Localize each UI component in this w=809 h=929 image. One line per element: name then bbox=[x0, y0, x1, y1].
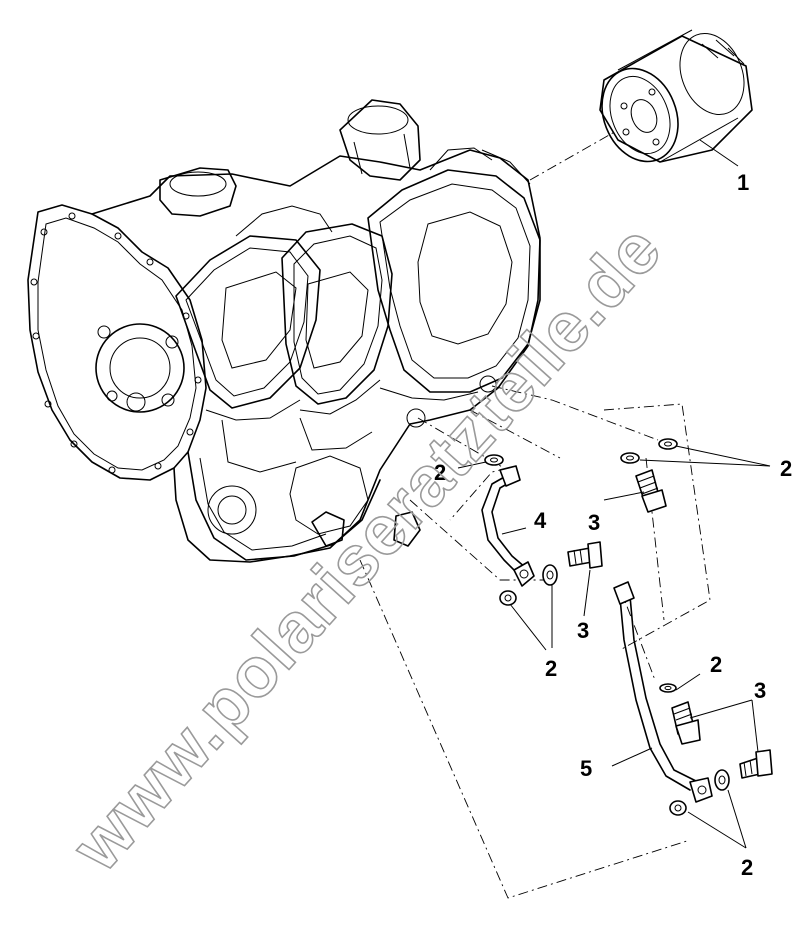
callout-5: 5 bbox=[580, 756, 592, 781]
washers bbox=[484, 438, 730, 816]
callout-4: 4 bbox=[534, 508, 547, 533]
banjo-bolt-d bbox=[739, 749, 773, 779]
callout-3-lower: 3 bbox=[754, 678, 766, 703]
washer-g bbox=[714, 769, 730, 791]
washer-d bbox=[542, 564, 558, 586]
banjo-bolts bbox=[567, 469, 773, 779]
washer-e bbox=[499, 590, 517, 606]
callout-2-bottom: 2 bbox=[741, 855, 753, 880]
callout-3-mid: 3 bbox=[577, 618, 589, 643]
banjo-bolt-a bbox=[635, 469, 667, 513]
oil-line-4 bbox=[481, 465, 535, 587]
washer-b bbox=[620, 452, 640, 464]
washer-c bbox=[658, 438, 678, 450]
callout-2-mid: 2 bbox=[545, 656, 557, 681]
banjo-bolt-c bbox=[671, 701, 701, 745]
callout-1: 1 bbox=[737, 170, 749, 195]
banjo-bolt-b bbox=[567, 541, 603, 569]
washer-h bbox=[669, 800, 687, 816]
washer-f bbox=[659, 683, 677, 693]
oil-line-5 bbox=[613, 581, 713, 803]
watermark: www.polariseratzteile.de bbox=[57, 210, 677, 886]
callout-3-upper: 3 bbox=[588, 510, 600, 535]
callout-leaders bbox=[457, 139, 771, 849]
callout-2-lower-right: 2 bbox=[710, 652, 722, 677]
washer-a bbox=[484, 454, 504, 466]
callout-2-left: 2 bbox=[434, 460, 446, 485]
oil-filter bbox=[599, 29, 753, 163]
callout-2-right: 2 bbox=[780, 456, 792, 481]
engine-crankcase bbox=[27, 99, 541, 563]
callout-labels: 1 2 2 2 2 2 3 3 3 4 5 bbox=[434, 170, 792, 880]
